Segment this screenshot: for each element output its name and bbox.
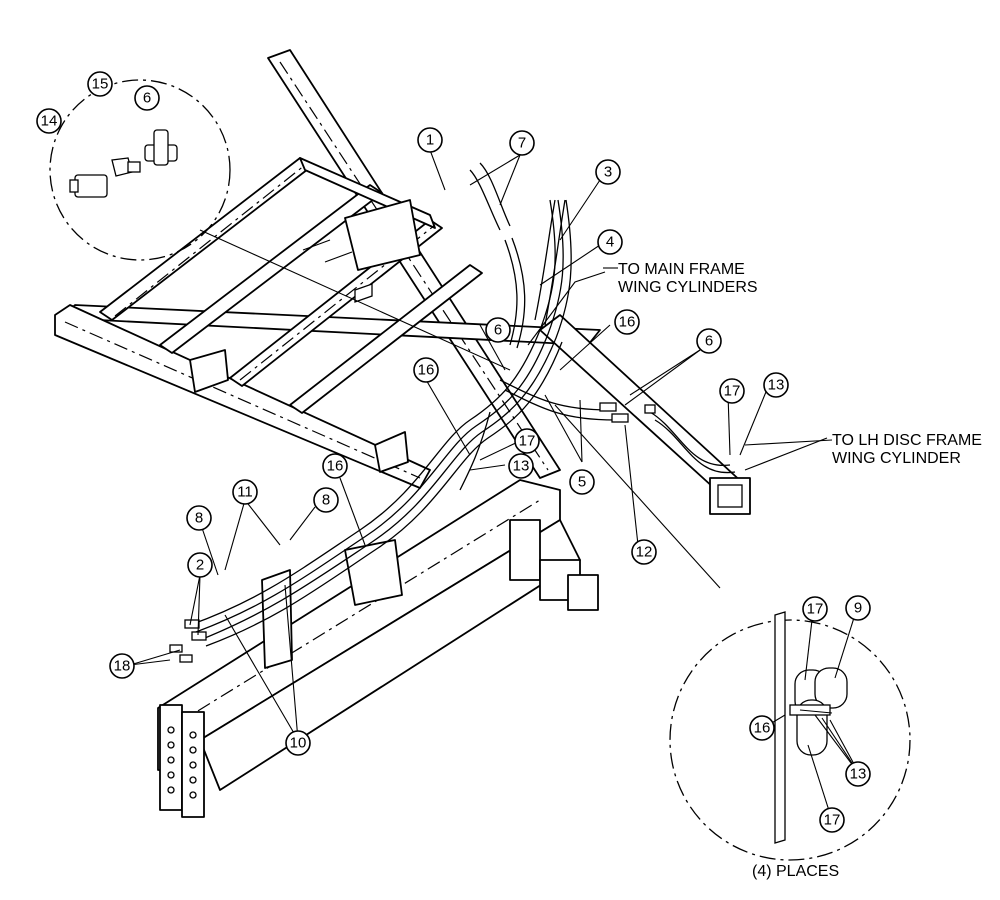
leader-lines [129,149,861,821]
clamp-detail-inset [554,404,911,861]
callout-16: 16 [749,715,775,741]
callout-label: 18 [114,658,131,675]
callout-label: 17 [824,812,841,829]
callout-17: 17 [719,378,745,404]
callout-6: 6 [134,85,160,111]
mount-plate [774,611,786,844]
callout-label: 13 [768,377,785,394]
jack-mount [509,519,541,581]
inner-rail-4 [289,264,483,414]
callout-16: 16 [413,357,439,383]
callout-4: 4 [597,229,623,255]
fitting-6-tee-icon [144,129,178,166]
callout-label: 2 [196,557,204,574]
callout-11: 11 [232,479,258,505]
callout-label: 8 [195,510,203,527]
note-main-frame-line2: WING CYLINDERS [618,279,758,296]
callout-15: 15 [87,71,113,97]
callout-label: 17 [724,383,741,400]
fittings-detail-inset [49,79,511,371]
callout-8: 8 [313,487,339,513]
callout-label: 15 [92,76,109,93]
tongue-main [157,479,561,771]
callout-18: 18 [109,653,135,679]
fitting-15-icon [111,157,141,177]
callout-label: 5 [578,474,586,491]
notes: TO MAIN FRAME WING CYLINDERS TO LH DISC … [603,261,982,880]
callout-label: 17 [519,433,536,450]
callout-label: 1 [426,132,434,149]
callout-label: 16 [619,314,636,331]
callout-7: 7 [509,130,535,156]
hydraulic-hoses [169,162,736,663]
callout-label: 13 [513,458,530,475]
callout-5: 5 [569,469,595,495]
callout-9: 9 [845,595,871,621]
callout-13: 13 [763,372,789,398]
callout-label: 12 [636,544,653,561]
callout-label: 14 [41,113,58,130]
callout-label: 6 [705,333,713,350]
callout-2: 2 [187,552,213,578]
note-lh-disc-line2: WING CYLINDER [832,450,961,467]
callout-label: 16 [418,362,435,379]
fitting-14-icon [69,174,108,198]
callout-balloons: 1234566678891011121313131415161616161717… [36,71,871,833]
callout-label: 3 [604,164,612,181]
inner-rail-1 [99,157,313,321]
callout-17: 17 [819,807,845,833]
hose-bracket-plate [261,569,293,669]
callout-3: 3 [595,159,621,185]
callout-label: 11 [237,484,253,501]
callout-label: 10 [290,735,307,752]
callout-label: 4 [606,234,614,251]
callout-8: 8 [186,505,212,531]
left-frame-rail [54,304,431,489]
callout-13: 13 [845,761,871,787]
callout-12: 12 [631,539,657,565]
callout-17: 17 [802,596,828,622]
callout-label: 13 [850,766,867,783]
callout-16: 16 [322,453,348,479]
note-main-frame-line1: TO MAIN FRAME [618,261,745,278]
callout-label: 9 [854,600,862,617]
hitch-holes [167,726,197,799]
callout-label: 17 [807,601,824,618]
hose-clamp-icon [789,667,848,756]
callout-label: 16 [327,458,344,475]
frame-structure [54,49,751,818]
upper-diagonal-bar [267,49,561,479]
callout-label: 7 [518,135,526,152]
note-lh-disc-line1: TO LH DISC FRAME [832,432,982,449]
callout-13: 13 [508,453,534,479]
callout-label: 16 [754,720,771,737]
right-frame-end [709,477,751,515]
callout-label: 6 [143,90,151,107]
callout-16: 16 [614,309,640,335]
callout-label: 8 [322,492,330,509]
callout-17: 17 [514,428,540,454]
callout-1: 1 [417,127,443,153]
callout-label: 6 [494,322,502,339]
callout-10: 10 [285,730,311,756]
note-places: (4) PLACES [752,863,839,880]
callout-14: 14 [36,108,62,134]
callout-6: 6 [485,317,511,343]
callout-6: 6 [696,328,722,354]
cylinder-bracket [344,199,421,271]
